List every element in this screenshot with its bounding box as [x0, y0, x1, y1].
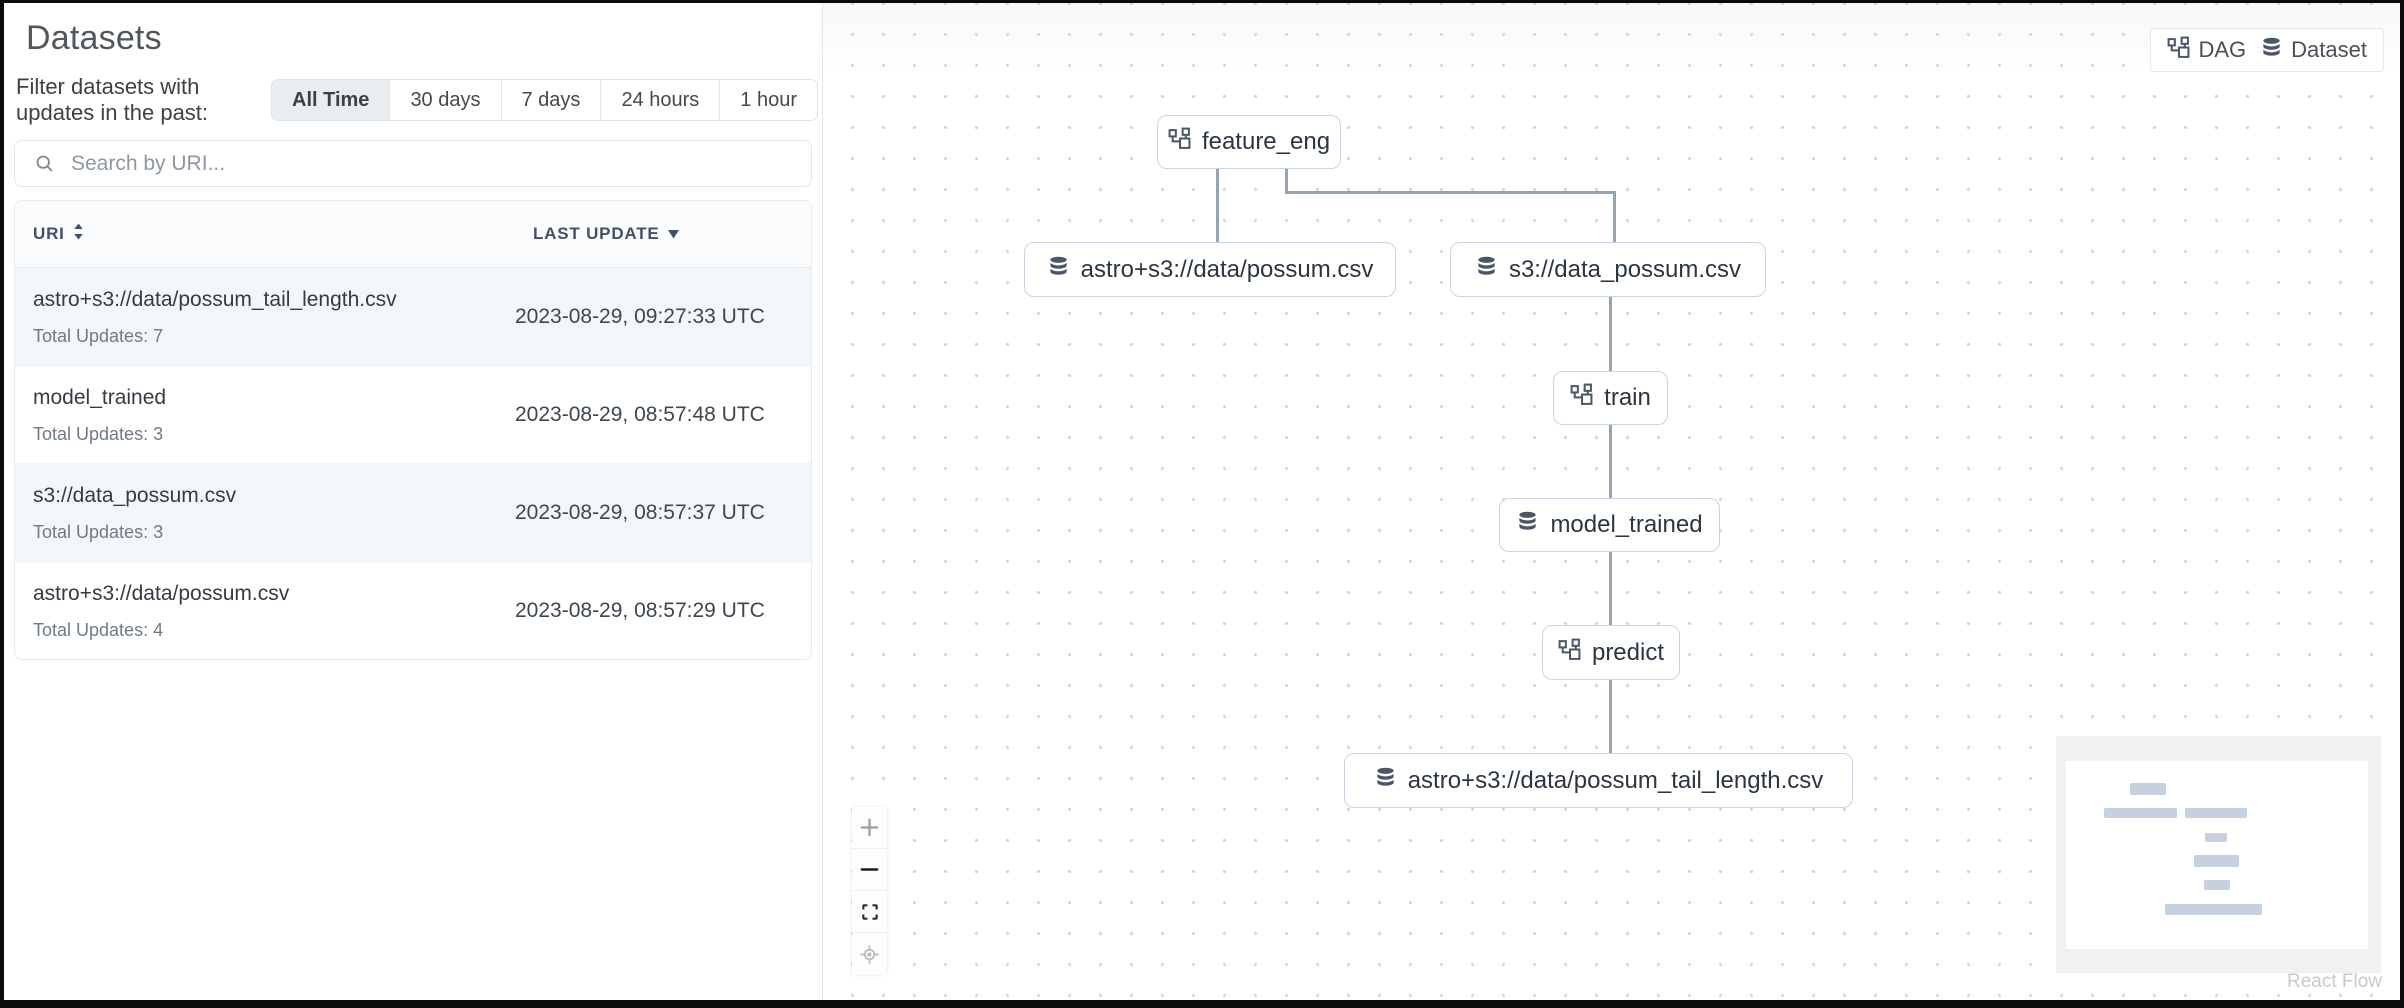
sort-both-icon: [72, 223, 85, 245]
dataset-total-updates: Total Updates: 3: [33, 522, 164, 542]
column-header-uri[interactable]: URI: [15, 201, 515, 267]
graph-edge: [1285, 169, 1288, 194]
dataset-last-update: 2023-08-29, 08:57:37 UTC: [515, 500, 765, 524]
time-filter-1-hour[interactable]: 1 hour: [720, 79, 818, 121]
node-label: feature_eng: [1201, 128, 1331, 155]
dataset-row[interactable]: astro+s3://data/possum_tail_length.csv T…: [15, 268, 811, 365]
search-wrap: [14, 140, 812, 187]
graph-controls: [852, 807, 887, 975]
datasets-table: URI LAST UPDATE astro+s3://data/possum_ta…: [14, 200, 812, 660]
datasets-panel: Datasets Filter datasets with updates in…: [4, 3, 823, 1000]
uri-cell: astro+s3://data/possum_tail_length.csv T…: [15, 268, 515, 365]
dataset-uri: s3://data_possum.csv: [33, 484, 237, 507]
graph-node-feature_eng[interactable]: feature_eng: [1157, 115, 1341, 169]
page-title: Datasets: [26, 19, 162, 57]
dataset-total-updates: Total Updates: 3: [33, 424, 164, 444]
zoom-in-button[interactable]: [852, 807, 887, 849]
graph-node-predict[interactable]: predict: [1542, 625, 1680, 680]
minimap-node-model_trained: [2194, 854, 2239, 867]
dataset-row[interactable]: s3://data_possum.csv Total Updates: 3 20…: [15, 463, 811, 561]
graph-node-astro_possum[interactable]: astro+s3://data/possum.csv: [1024, 242, 1396, 297]
dataset-row[interactable]: astro+s3://data/possum.csv Total Updates…: [15, 561, 811, 659]
node-label: model_trained: [1550, 511, 1703, 538]
minimap-node-astro_possum: [2104, 808, 2178, 819]
column-header-last-update[interactable]: LAST UPDATE: [515, 201, 811, 267]
table-header: URI LAST UPDATE: [15, 201, 811, 268]
dataset-uri: astro+s3://data/possum_tail_length.csv: [33, 288, 397, 311]
graph-edge: [1216, 169, 1219, 245]
uri-cell: s3://data_possum.csv Total Updates: 3: [15, 464, 515, 561]
legend-item-dataset: Dataset: [2260, 36, 2367, 65]
graph-edge: [1609, 680, 1612, 756]
graph-edge: [1609, 297, 1612, 374]
minimap-node-train: [2204, 832, 2227, 843]
dataset-last-update: 2023-08-29, 09:27:33 UTC: [515, 304, 765, 328]
graph-legend: DAG Dataset: [2150, 28, 2384, 72]
react-flow-attribution[interactable]: React Flow: [2286, 971, 2382, 992]
node-label: predict: [1591, 638, 1665, 666]
minimap-node-s3_possum: [2185, 808, 2247, 819]
dataset-uri: model_trained: [33, 386, 167, 409]
node-label: s3://data_possum.csv: [1508, 255, 1742, 283]
dataset-last-update: 2023-08-29, 08:57:48 UTC: [515, 402, 765, 426]
node-label: train: [1604, 384, 1651, 411]
dataset-total-updates: Total Updates: 4: [33, 620, 164, 640]
focus-button[interactable]: [852, 933, 887, 975]
graph-edge: [1285, 191, 1616, 194]
column-label: URI: [33, 224, 65, 243]
table-body: astro+s3://data/possum_tail_length.csv T…: [15, 268, 811, 659]
graph-node-model_trained[interactable]: model_trained: [1499, 498, 1720, 552]
zoom-out-button[interactable]: [852, 849, 887, 891]
dataset-icon: [1475, 255, 1498, 285]
time-filter-24-hours[interactable]: 24 hours: [601, 79, 721, 121]
dataset-icon: [2260, 36, 2283, 65]
fit-view-button[interactable]: [852, 891, 887, 933]
filter-label: Filter datasets with updates in the past…: [16, 74, 209, 125]
dag-icon: [1558, 638, 1581, 668]
dataset-icon: [1516, 510, 1539, 540]
graph-node-train[interactable]: train: [1553, 371, 1668, 425]
graph-node-s3_possum[interactable]: s3://data_possum.csv: [1450, 242, 1766, 297]
graph-edge: [1609, 552, 1612, 628]
graph-node-possum_tail[interactable]: astro+s3://data/possum_tail_length.csv: [1344, 753, 1853, 808]
uri-cell: astro+s3://data/possum.csv Total Updates…: [15, 562, 515, 659]
dataset-row[interactable]: model_trained Total Updates: 3 2023-08-2…: [15, 365, 811, 463]
search-input[interactable]: [14, 140, 812, 187]
sort-desc-icon: [667, 224, 680, 244]
minimap-node-predict: [2203, 880, 2230, 891]
dag-icon: [1570, 383, 1593, 413]
minimap-node-feature_eng: [2130, 782, 2166, 795]
dataset-last-update: 2023-08-29, 08:57:29 UTC: [515, 598, 765, 622]
node-label: astro+s3://data/possum.csv: [1080, 255, 1374, 283]
column-label: LAST UPDATE: [533, 224, 660, 243]
legend-label: DAG: [2198, 37, 2247, 62]
time-filter-30-days[interactable]: 30 days: [390, 79, 502, 121]
time-filter-all-time[interactable]: All Time: [271, 79, 391, 121]
legend-item-dag: DAG: [2167, 36, 2246, 65]
dataset-total-updates: Total Updates: 7: [33, 326, 164, 346]
filter-row: Filter datasets with updates in the past…: [16, 74, 818, 126]
dataset-icon: [1374, 766, 1397, 796]
dag-icon: [2167, 36, 2190, 65]
graph-edge: [1613, 191, 1616, 245]
dataset-uri: astro+s3://data/possum.csv: [33, 582, 290, 605]
legend-label: Dataset: [2291, 37, 2367, 62]
minimap-node-possum_tail: [2164, 904, 2262, 915]
dataset-icon: [1047, 255, 1070, 285]
node-label: astro+s3://data/possum_tail_length.csv: [1407, 766, 1824, 794]
uri-cell: model_trained Total Updates: 3: [15, 366, 515, 463]
minimap[interactable]: [2056, 736, 2381, 973]
graph-edge: [1609, 425, 1612, 501]
time-filter-7-days[interactable]: 7 days: [501, 79, 602, 121]
dataset-graph-canvas[interactable]: DAG Dataset React Flow feature_eng astro+s…: [823, 3, 2400, 1000]
dag-icon: [1168, 127, 1191, 157]
